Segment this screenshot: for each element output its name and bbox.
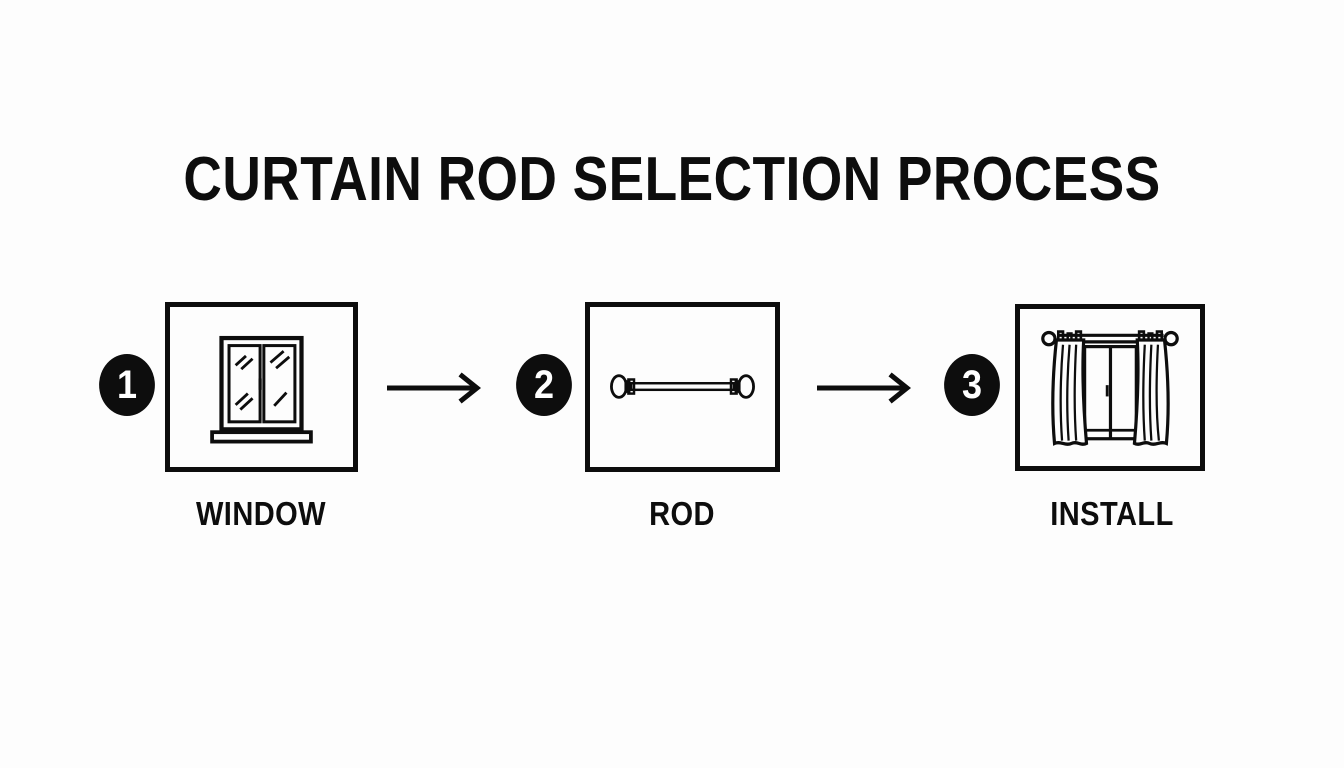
arrow-right-icon [387,372,482,404]
curtain-rod-icon [610,374,755,399]
arrow-step-1-to-2 [385,371,485,405]
step-3-number-badge: 3 [944,354,1000,416]
step-2-label: ROD [649,495,715,532]
step-2-icon-box [585,302,780,472]
step-1-label: WINDOW [195,495,327,532]
step-1-icon-box [165,302,358,472]
page-title: CURTAIN ROD SELECTION PROCESS [183,145,1161,214]
step-1-number-badge: 1 [99,354,155,416]
step-3-label: INSTALL [1050,495,1174,532]
step-3-icon-box [1015,304,1205,471]
window-icon [210,335,313,444]
arrow-right-icon [817,372,912,404]
step-2-number-badge: 2 [516,354,572,416]
arrow-step-2-to-3 [815,371,915,405]
installed-curtains-icon [1041,330,1179,446]
